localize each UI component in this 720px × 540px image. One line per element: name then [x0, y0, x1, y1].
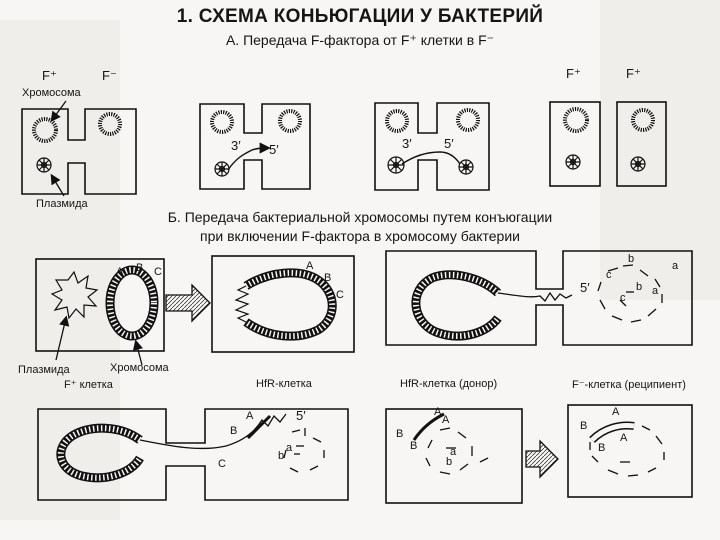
stage-arrow	[525, 439, 559, 479]
pointer-arrow	[50, 100, 67, 123]
gene-label-b-lower: b	[446, 456, 453, 468]
section-b-title-line2: при включении F-фактора в хромосому бакт…	[200, 228, 520, 244]
cell-b5	[385, 408, 523, 504]
cell-pair-b3	[385, 250, 693, 346]
gene-label-b: B	[410, 440, 418, 452]
chromosome-ring	[563, 107, 589, 133]
chromosome-ring	[631, 108, 655, 132]
gene-label-a-lower: a	[672, 260, 679, 272]
strand-end-5: 5′	[269, 142, 279, 157]
strand-end-5: 5′	[296, 408, 306, 423]
gene-label-a-lower: a	[450, 446, 457, 458]
caption-f-plus-cell: F⁺ клетка	[64, 379, 113, 391]
chromosome-ring	[98, 112, 122, 136]
label-f-plus: F⁺	[566, 66, 581, 81]
label-f-plus: F⁺	[626, 66, 641, 81]
integrated-chromosome	[243, 268, 337, 341]
recipient-fragments	[425, 427, 489, 475]
gene-label-a: A	[442, 414, 450, 426]
caption-hfr-donor: HfR-клетка (донор)	[400, 378, 498, 390]
strand-end-5: 5′	[580, 280, 590, 295]
pointer-arrow	[50, 173, 65, 197]
gene-label-b: B	[230, 425, 238, 437]
label-f-plus: F⁺	[42, 68, 57, 83]
recipient-fragments	[589, 425, 665, 477]
gene-label-a: A	[246, 410, 254, 422]
scan-noise-right	[600, 0, 720, 300]
plasmid-rosette	[387, 156, 405, 174]
transfer-strand	[412, 412, 445, 441]
strand-end-3: 3′	[402, 136, 412, 151]
section-a-title: А. Передача F-фактора от F⁺ клетки в F⁻	[225, 32, 495, 48]
gene-label-b: B	[598, 442, 606, 454]
chromosome-ring	[456, 108, 480, 132]
gene-label-a-lower: a	[652, 285, 659, 297]
chromosome-ring	[385, 109, 409, 133]
transfer-strand	[497, 291, 573, 303]
caption-hfr-cell: HfR-клетка	[256, 378, 312, 390]
gene-label-a: A	[612, 406, 620, 418]
transfer-strand	[401, 151, 461, 165]
cell-b2	[211, 255, 355, 353]
label-f-minus: F⁻	[102, 68, 117, 83]
transfer-strand	[139, 413, 287, 450]
gene-label-c: C	[218, 458, 226, 470]
donor-chromosome-ring	[411, 270, 502, 341]
label-chromosome-b: Хромосома	[110, 362, 169, 374]
gene-label-b: B	[580, 420, 588, 432]
plasmid-rosette	[458, 159, 474, 175]
recipient-fragments	[283, 428, 325, 473]
cell-pair-b4	[37, 408, 349, 501]
gene-label-b: B	[324, 272, 332, 284]
gene-label-a: A	[306, 260, 314, 272]
section-b-title-line1: Б. Передача бактериальной хромосомы путе…	[167, 209, 553, 225]
gene-label-b: B	[136, 262, 144, 274]
plasmid-rosette	[565, 154, 581, 170]
gene-label-a-lower: a	[286, 442, 293, 454]
strand-end-5: 5′	[444, 136, 454, 151]
cell-pair-a2	[199, 103, 311, 190]
cell-b1	[35, 258, 165, 352]
gene-label-c-lower: c	[620, 292, 626, 304]
page-title: 1. СХЕМА КОНЬЮГАЦИИ У БАКТЕРИЙ	[176, 6, 544, 27]
gene-label-b-lower: b	[636, 281, 643, 293]
transfer-strand	[246, 414, 272, 440]
gene-label-b-lower: b	[278, 450, 285, 462]
plasmid-rosette	[630, 156, 646, 172]
label-plasmid-b: Плазмида	[18, 364, 70, 376]
label-plasmid: Плазмида	[36, 198, 88, 210]
gene-label-c: C	[336, 289, 344, 301]
plasmid-rosette	[214, 161, 230, 177]
plasmid-spiky	[50, 270, 99, 320]
gene-label-a: A	[116, 266, 124, 278]
cell-b6	[567, 404, 693, 498]
gene-label-a: A	[434, 406, 442, 418]
pointer-arrow	[132, 339, 144, 366]
pointer-arrow	[55, 315, 70, 361]
chromosome-ring	[32, 117, 58, 143]
label-chromosome: Хромосома	[22, 87, 81, 99]
gene-label-b: B	[396, 428, 404, 440]
transfer-strand	[227, 142, 271, 171]
caption-f-minus-recipient: F⁻-клетка (реципиент)	[572, 379, 686, 391]
gene-label-a: A	[620, 432, 628, 444]
scan-noise-left	[0, 20, 120, 520]
cell-pair-a1	[21, 108, 137, 195]
stage-arrow	[165, 283, 211, 323]
gene-label-b-lower: b	[628, 253, 635, 265]
cell-a4-right	[616, 101, 667, 187]
cell-a4-left	[549, 101, 601, 187]
cell-pair-a3	[374, 102, 490, 191]
gene-label-c: C	[154, 266, 162, 278]
plasmid-rosette	[36, 157, 52, 173]
chromosome-ring	[210, 110, 234, 134]
strand-end-3: 3′	[231, 138, 241, 153]
recipient-fragments	[597, 264, 663, 323]
gene-label-c-lower: c	[606, 269, 612, 281]
chromosome-ring	[278, 109, 302, 133]
